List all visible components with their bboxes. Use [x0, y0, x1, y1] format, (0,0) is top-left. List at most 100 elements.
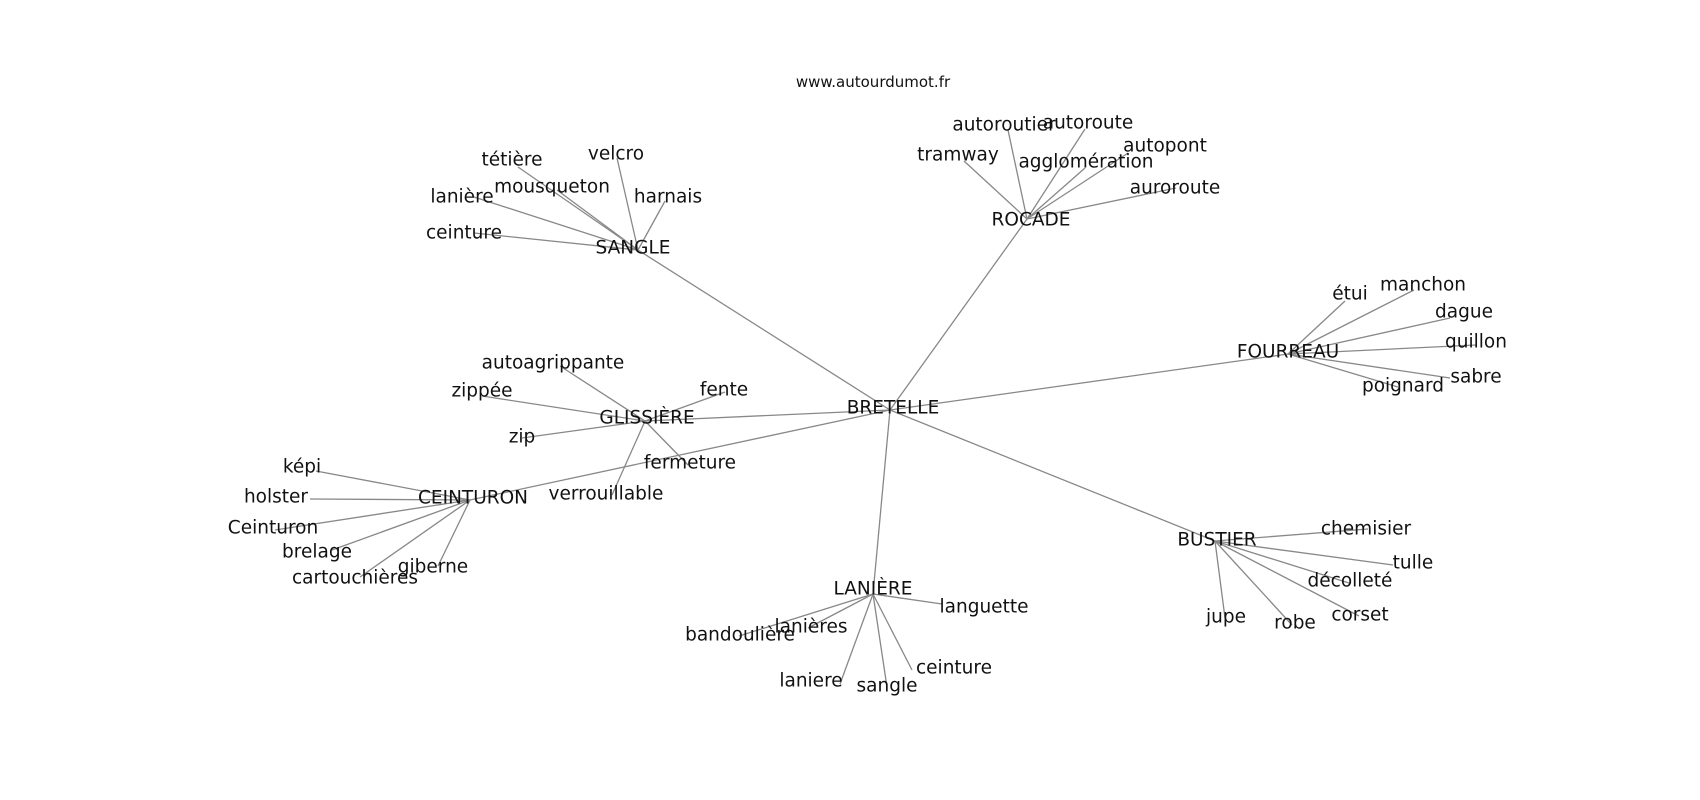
edge-hub-to-word: [315, 470, 471, 501]
word-node-label: holster: [244, 487, 308, 508]
word-node-label: ceinture: [916, 658, 992, 679]
edge-center-to-hub: [644, 409, 891, 422]
edge-hub-to-word: [1026, 167, 1086, 220]
edge-hub-to-word: [963, 160, 1028, 220]
edge-hub-to-word: [1007, 129, 1028, 220]
word-node-label: brelage: [282, 542, 352, 563]
edge-hub-to-word: [473, 196, 639, 251]
edge-hub-to-word: [1287, 300, 1346, 355]
word-node-label: zippée: [451, 381, 512, 402]
word-node-label: képi: [283, 457, 321, 478]
edge-hub-to-word: [1287, 289, 1415, 355]
word-node-label: fermeture: [644, 453, 736, 474]
edge-center-to-hub: [637, 249, 891, 411]
edge-hub-to-word: [359, 499, 471, 578]
word-node-label: sabre: [1450, 367, 1501, 388]
edge-hub-to-word: [644, 391, 726, 422]
edge-hub-to-word: [1214, 540, 1293, 626]
edge-center-to-hub: [889, 218, 1028, 411]
word-node-label: velcro: [588, 144, 644, 165]
hub-node-label: ROCADE: [992, 210, 1071, 231]
graph-edges: [274, 128, 1477, 688]
edge-hub-to-word: [556, 189, 639, 251]
hub-node-label: GLISSIÈRE: [599, 407, 694, 429]
edge-hub-to-word: [616, 157, 639, 251]
graph-labels: BRETELLE SANGLE tétière velcro mousqueton har…: [228, 113, 1507, 697]
word-node-label: verrouillable: [549, 484, 664, 505]
word-node-label: fente: [700, 380, 748, 401]
word-node-label: étui: [1332, 284, 1368, 305]
word-node-label: robe: [1274, 613, 1316, 634]
center-node-label: BRETELLE: [847, 398, 940, 419]
edge-hub-to-word: [521, 420, 646, 439]
word-node-label: autopont: [1123, 136, 1207, 157]
edge-hub-to-word: [517, 166, 639, 251]
hub-node-label: SANGLE: [596, 238, 671, 259]
word-node-label: zip: [509, 427, 536, 448]
edge-hub-to-word: [872, 593, 943, 605]
edge-hub-to-word: [1287, 353, 1451, 379]
site-watermark: www.autourdumot.fr: [796, 73, 951, 91]
word-node-label: lanières: [775, 617, 848, 638]
word-node-label: autoagrippante: [482, 353, 625, 374]
edge-hub-to-word: [872, 593, 913, 671]
word-node-label: autoroutier: [952, 115, 1056, 136]
word-node-label: jupe: [1205, 607, 1246, 628]
edge-hub-to-word: [481, 395, 646, 422]
word-node-label: chemisier: [1321, 519, 1412, 540]
word-node-label: bandoulière: [685, 625, 795, 646]
edge-center-to-hub: [889, 409, 1216, 542]
word-node-label: harnais: [634, 187, 702, 208]
edge-center-to-hub: [872, 409, 891, 595]
edge-hub-to-word: [1287, 344, 1477, 355]
edge-hub-to-word: [1026, 187, 1177, 220]
edge-hub-to-word: [1214, 528, 1369, 542]
edge-hub-to-word: [839, 593, 874, 685]
edge-hub-to-word: [274, 499, 471, 531]
edge-hub-to-word: [1214, 540, 1394, 566]
edge-center-to-hub: [889, 353, 1289, 411]
word-node-label: lanière: [430, 187, 493, 208]
word-node-label: Ceinturon: [228, 518, 318, 539]
word-node-label: agglomération: [1018, 152, 1153, 173]
hub-node-label: BUSTIER: [1177, 530, 1256, 551]
word-node-label: tulle: [1393, 553, 1434, 574]
edge-hub-to-word: [1214, 540, 1360, 617]
edge-hub-to-word: [637, 200, 666, 251]
word-node-label: poignard: [1362, 376, 1444, 397]
edge-hub-to-word: [872, 593, 888, 688]
edge-center-to-hub: [469, 409, 891, 501]
word-node-label: dague: [1435, 302, 1493, 323]
word-node-label: tétière: [482, 150, 543, 171]
edge-hub-to-word: [1287, 317, 1451, 355]
edge-hub-to-word: [331, 499, 471, 551]
hub-node-label: CEINTURON: [418, 488, 528, 509]
word-node-label: quillon: [1445, 332, 1507, 353]
word-node-label: cartouchières: [292, 568, 418, 589]
edge-hub-to-word: [309, 498, 471, 501]
word-node-label: ceinture: [426, 223, 502, 244]
edge-hub-to-word: [473, 232, 639, 251]
word-node-label: autoroute: [1043, 113, 1134, 134]
edge-hub-to-word: [1026, 128, 1086, 220]
edge-hub-to-word: [559, 365, 646, 422]
word-node-label: laniere: [779, 671, 842, 692]
hub-node-label: FOURREAU: [1237, 342, 1339, 363]
edge-hub-to-word: [738, 593, 874, 637]
hub-node-label: LANIÈRE: [834, 578, 913, 600]
word-node-label: tramway: [917, 145, 999, 166]
word-node-label: décolleté: [1308, 571, 1393, 592]
word-node-label: corset: [1331, 605, 1388, 626]
edge-hub-to-word: [437, 499, 471, 567]
word-node-label: giberne: [398, 557, 468, 578]
edge-hub-to-word: [1214, 540, 1350, 584]
edge-hub-to-word: [1026, 152, 1129, 220]
edge-hub-to-word: [807, 593, 874, 629]
word-node-label: sangle: [857, 676, 918, 697]
word-node-label: mousqueton: [494, 177, 610, 198]
word-node-label: manchon: [1380, 275, 1466, 296]
edge-hub-to-word: [1214, 540, 1226, 619]
word-node-label: languette: [940, 597, 1029, 618]
word-node-label: auroroute: [1130, 178, 1220, 199]
